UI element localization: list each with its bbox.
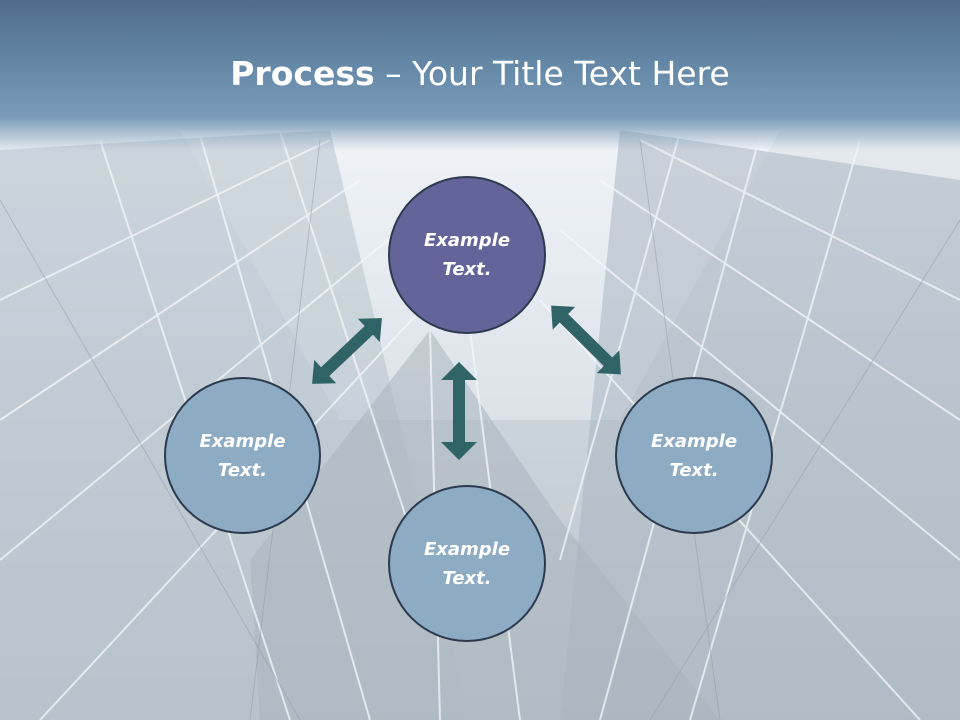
node-bottom-line1: Example: [423, 538, 511, 560]
slide-title: Process – Your Title Text Here: [0, 52, 960, 96]
arrow-vertical: [441, 362, 477, 460]
node-bottom-line2: Text.: [442, 567, 492, 589]
title-bold: Process: [230, 54, 375, 93]
process-node-bottom: Example Text.: [388, 485, 546, 642]
arrow-top-right: [551, 305, 621, 375]
process-node-right: Example Text.: [615, 377, 773, 534]
title-rest: – Your Title Text Here: [374, 54, 730, 93]
process-node-left: Example Text.: [164, 377, 321, 534]
node-left-line2: Text.: [217, 459, 268, 481]
node-right-line2: Text.: [669, 459, 719, 481]
node-top-line1: Example: [423, 230, 511, 251]
node-left-line1: Example: [199, 430, 286, 452]
title-bar: [0, 0, 960, 150]
node-top-line2: Text.: [442, 259, 492, 280]
node-right-line1: Example: [650, 430, 738, 452]
process-node-top: Example Text.: [388, 176, 546, 334]
arrow-top-left: [312, 318, 382, 384]
